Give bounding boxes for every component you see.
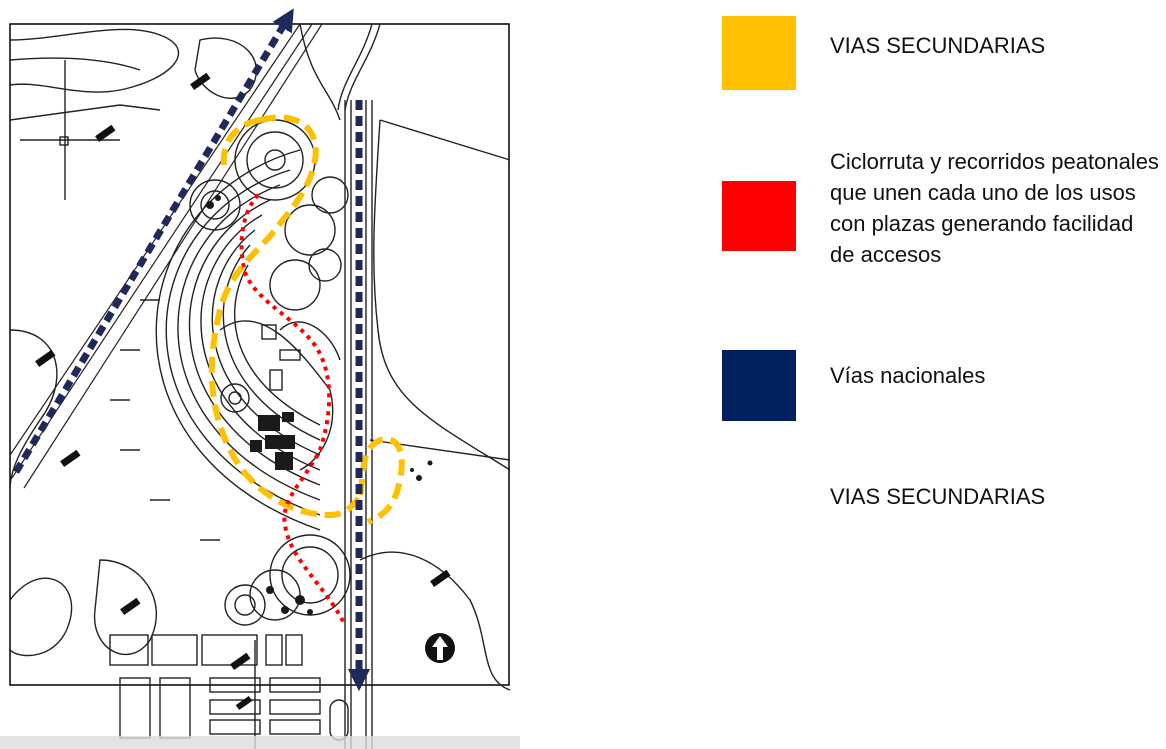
bike-pedestrian-path-overlay: [239, 193, 347, 626]
north-arrow-icon: [425, 633, 455, 663]
legend-label-national-roads: Vías nacionales: [830, 363, 986, 388]
legend-label-secondary-roads-2: VIAS SECUNDARIAS: [830, 484, 1046, 509]
legend-label-bike-path: Ciclorruta y recorridos peatonales que u…: [830, 149, 1159, 267]
bottom-fade: [0, 736, 520, 749]
legend-label-secondary-roads: VIAS SECUNDARIAS: [830, 33, 1046, 58]
secondary-road-overlay: [208, 114, 405, 525]
legend-swatch-national-roads: [722, 350, 796, 421]
legend-swatch-bike-path: [722, 181, 796, 251]
legend-swatch-secondary-roads: [722, 16, 796, 90]
building-cluster: [206, 195, 433, 615]
plan-hatch-marks: [35, 72, 451, 711]
national-road-overlay: [12, 8, 371, 692]
site-plan-map: [0, 8, 520, 749]
